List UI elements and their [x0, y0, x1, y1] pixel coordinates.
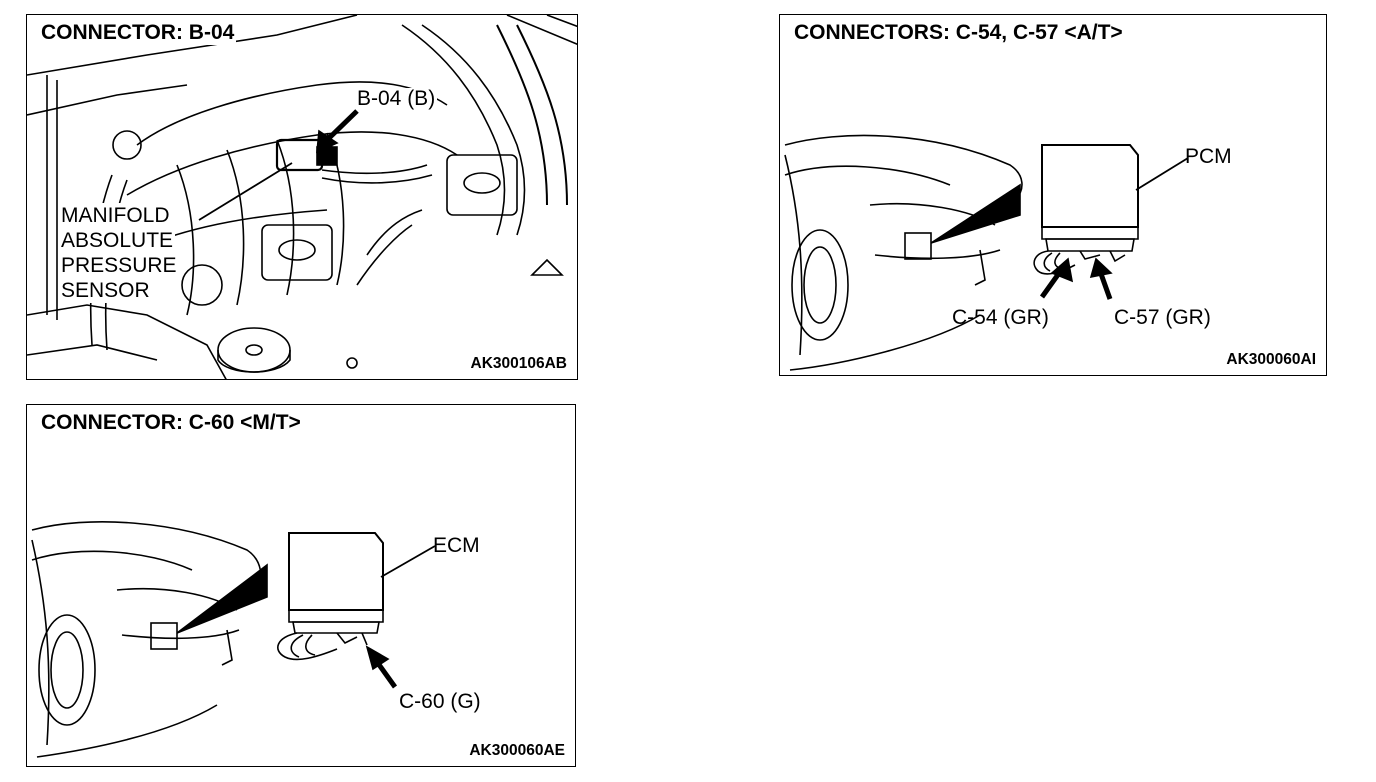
figure-code: AK300060AI — [1226, 351, 1316, 368]
figure-code: AK300106AB — [470, 355, 568, 372]
panel-connector-b04: CONNECTOR: B-04 B-04 (B) MANIFOLD ABSOLU… — [26, 14, 578, 380]
c57-callout-label: C-57 (GR) — [1114, 306, 1211, 329]
sensor-label-line-4: SENSOR — [59, 278, 152, 303]
figure-code: AK300060AE — [469, 742, 565, 759]
c54-callout-label: C-54 (GR) — [952, 306, 1049, 329]
connector-callout-label: B-04 (B) — [355, 87, 438, 110]
ecm-label: ECM — [433, 534, 480, 557]
panel-connector-c60: CONNECTOR: C-60 <M/T> ECM C-60 (G) AK300… — [26, 404, 576, 767]
panel-title: CONNECTOR: B-04 — [39, 21, 237, 45]
c60-callout-label: C-60 (G) — [399, 690, 481, 713]
panel-title: CONNECTORS: C-54, C-57 <A/T> — [792, 21, 1125, 45]
sensor-callout-label: MANIFOLD ABSOLUTE PRESSURE SENSOR — [59, 203, 179, 303]
engine-bay-illustration — [27, 15, 577, 379]
pcm-label: PCM — [1185, 145, 1232, 168]
dashboard-ecm-illustration — [31, 521, 436, 758]
sensor-label-line-1: MANIFOLD — [59, 203, 172, 228]
panel-connectors-c54-c57: CONNECTORS: C-54, C-57 <A/T> PCM C-54 (G… — [779, 14, 1327, 376]
sensor-label-line-2: ABSOLUTE — [59, 228, 176, 253]
panel-title: CONNECTOR: C-60 <M/T> — [39, 411, 303, 435]
dashboard-pcm-illustration — [784, 134, 1189, 371]
sensor-label-line-3: PRESSURE — [59, 253, 179, 278]
